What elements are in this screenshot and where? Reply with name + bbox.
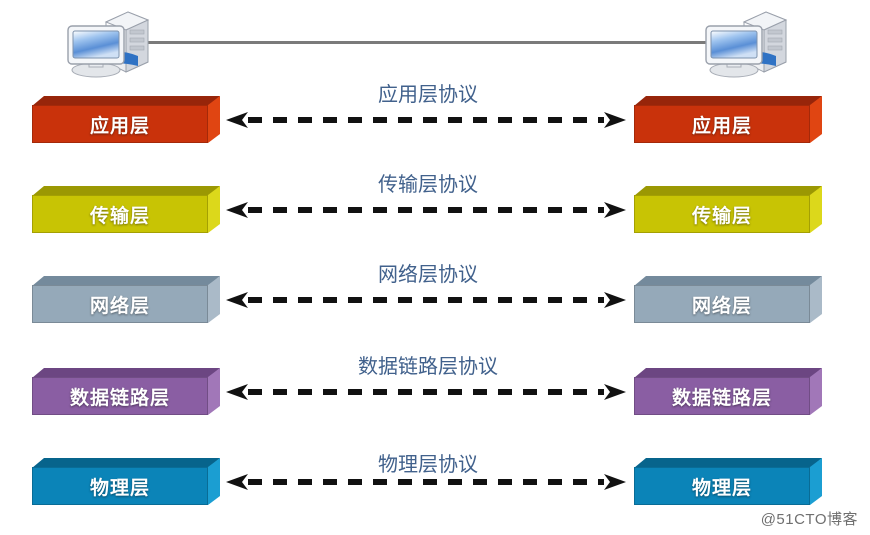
box-side-bevel: [810, 96, 822, 143]
protocol-label-network: 网络层协议: [378, 264, 478, 286]
dashed-line: [248, 297, 604, 303]
box-top-bevel: [634, 96, 822, 106]
box-top-bevel: [32, 96, 220, 106]
box-side-bevel: [810, 186, 822, 233]
box-side-bevel: [810, 458, 822, 505]
dashed-line: [248, 117, 604, 123]
box-face: 网络层: [634, 285, 810, 323]
box-face: 应用层: [634, 105, 810, 143]
layer-box-right-application: 应用层: [634, 96, 822, 143]
protocol-arrow-application: [226, 112, 626, 128]
box-top-bevel: [32, 458, 220, 468]
layer-box-right-physical: 物理层: [634, 458, 822, 505]
layer-label: 传输层: [89, 205, 150, 227]
protocol-label-datalink: 数据链路层协议: [358, 356, 498, 378]
box-face: 传输层: [634, 195, 810, 233]
dashed-line: [248, 389, 604, 395]
arrow-head-left-icon: [226, 292, 250, 308]
box-face: 数据链路层: [634, 377, 810, 415]
box-top-bevel: [634, 368, 822, 378]
protocol-label-physical: 物理层协议: [378, 454, 478, 476]
box-face: 应用层: [32, 105, 208, 143]
box-side-bevel: [208, 458, 220, 505]
layer-label: 数据链路层: [671, 387, 772, 409]
box-top-bevel: [634, 458, 822, 468]
layer-box-left-application: 应用层: [32, 96, 220, 143]
box-face: 传输层: [32, 195, 208, 233]
host-connection-line: [140, 41, 720, 44]
box-top-bevel: [32, 276, 220, 286]
box-side-bevel: [810, 368, 822, 415]
dashed-line: [248, 207, 604, 213]
protocol-label-application: 应用层协议: [378, 84, 478, 106]
box-face: 数据链路层: [32, 377, 208, 415]
box-side-bevel: [208, 96, 220, 143]
box-side-bevel: [208, 276, 220, 323]
arrow-head-left-icon: [226, 474, 250, 490]
layer-label: 应用层: [691, 115, 752, 137]
box-top-bevel: [32, 368, 220, 378]
box-side-bevel: [810, 276, 822, 323]
layer-label: 网络层: [691, 295, 752, 317]
arrow-head-left-icon: [226, 384, 250, 400]
arrow-head-right-icon: [602, 112, 626, 128]
layer-box-right-datalink: 数据链路层: [634, 368, 822, 415]
layer-label: 网络层: [89, 295, 150, 317]
protocol-arrow-transport: [226, 202, 626, 218]
layer-box-right-transport: 传输层: [634, 186, 822, 233]
layer-box-left-network: 网络层: [32, 276, 220, 323]
box-top-bevel: [634, 186, 822, 196]
layer-box-left-physical: 物理层: [32, 458, 220, 505]
protocol-arrow-physical: [226, 474, 626, 490]
watermark: @51CTO博客: [760, 511, 858, 528]
layer-label: 物理层: [691, 477, 752, 499]
arrow-head-right-icon: [602, 384, 626, 400]
layer-box-left-datalink: 数据链路层: [32, 368, 220, 415]
layer-label: 数据链路层: [69, 387, 170, 409]
box-top-bevel: [32, 186, 220, 196]
protocol-arrow-network: [226, 292, 626, 308]
layer-label: 传输层: [691, 205, 752, 227]
arrow-head-left-icon: [226, 112, 250, 128]
box-face: 网络层: [32, 285, 208, 323]
box-face: 物理层: [32, 467, 208, 505]
protocol-arrow-datalink: [226, 384, 626, 400]
box-face: 物理层: [634, 467, 810, 505]
box-top-bevel: [634, 276, 822, 286]
layer-box-left-transport: 传输层: [32, 186, 220, 233]
box-side-bevel: [208, 368, 220, 415]
right-computer-icon: [700, 6, 796, 82]
layer-box-right-network: 网络层: [634, 276, 822, 323]
layer-label: 物理层: [89, 477, 150, 499]
arrow-head-right-icon: [602, 202, 626, 218]
left-computer-icon: [62, 6, 158, 82]
protocol-label-transport: 传输层协议: [378, 174, 478, 196]
layer-label: 应用层: [89, 115, 150, 137]
box-side-bevel: [208, 186, 220, 233]
arrow-head-right-icon: [602, 474, 626, 490]
arrow-head-right-icon: [602, 292, 626, 308]
dashed-line: [248, 479, 604, 485]
arrow-head-left-icon: [226, 202, 250, 218]
